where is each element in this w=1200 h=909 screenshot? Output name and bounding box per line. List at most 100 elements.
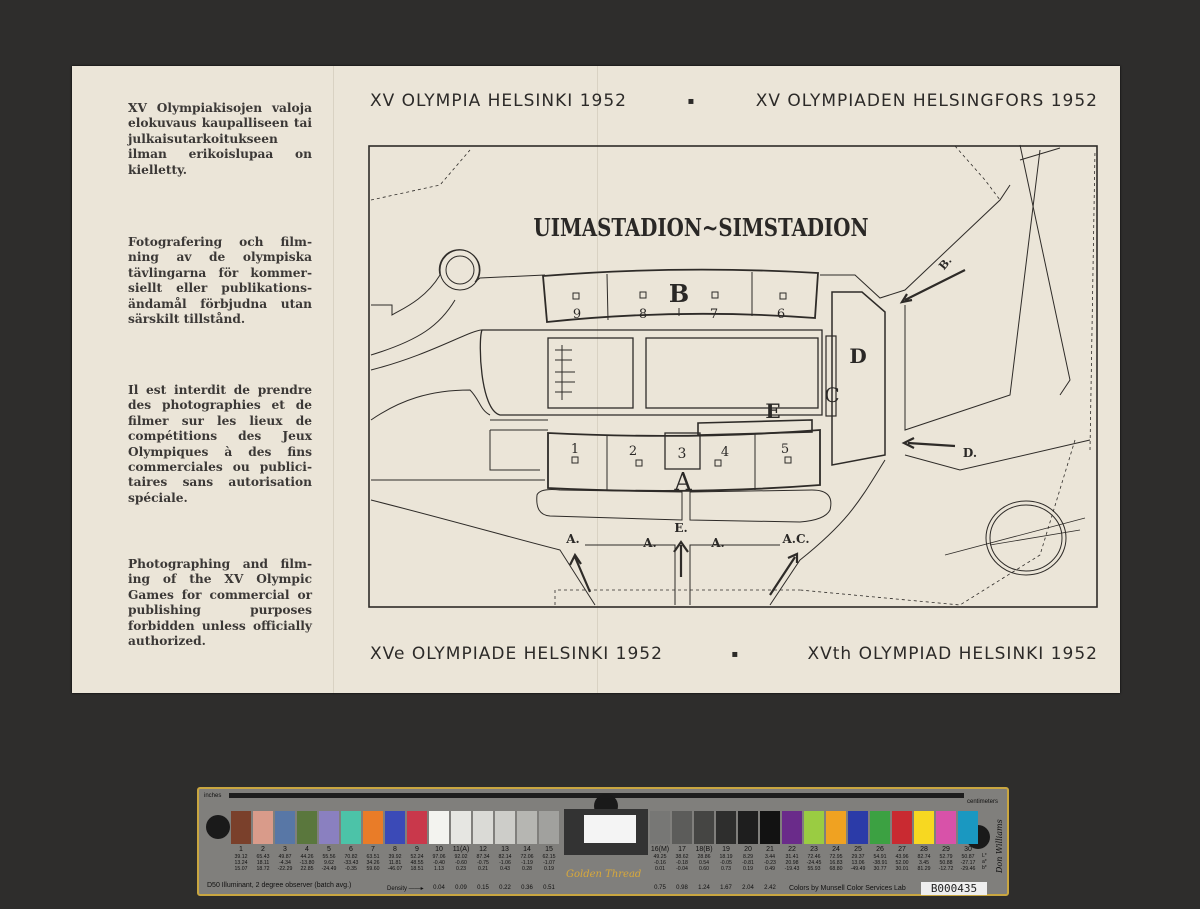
lab-a-value: 16.83 xyxy=(829,860,843,866)
lab-b-value: 0.19 xyxy=(543,866,555,872)
illuminant-note: D50 Illuminant, 2 degree observer (batch… xyxy=(207,882,352,889)
color-patch xyxy=(694,811,714,844)
entrance-arrows xyxy=(569,269,966,596)
lab-b-value: 55.93 xyxy=(807,866,821,872)
lab-l-value: 72.95 xyxy=(829,854,843,860)
lab-a-value: -0.60 xyxy=(455,860,467,866)
density-value: 1.24 xyxy=(698,885,710,891)
density-value: 0.04 xyxy=(433,885,445,891)
diving-pool xyxy=(547,337,634,409)
density-value: 2.42 xyxy=(764,885,776,891)
lab-b-value: -0.35 xyxy=(345,866,357,872)
lab-b-value: 0.28 xyxy=(521,866,533,872)
lab-a-value: 50.88 xyxy=(939,860,953,866)
lab-a-value: -1.06 xyxy=(499,860,511,866)
fold-line xyxy=(597,66,598,693)
patch-number: 20 xyxy=(744,846,752,853)
patch-number: 5 xyxy=(327,846,331,853)
section-label: 1 xyxy=(571,442,579,457)
lab-a-value: 13.24 xyxy=(234,860,248,866)
patch-lab-values: 50.87-27.17-29.46 xyxy=(957,854,979,872)
density-value: 2.04 xyxy=(742,885,754,891)
color-patch xyxy=(716,811,736,844)
entrance-label: A. xyxy=(565,532,580,546)
separator: ▪ xyxy=(731,648,740,660)
lab-l-value: 3.44 xyxy=(764,854,776,860)
lab-b-value: 30.01 xyxy=(895,866,909,872)
lab-l-value: 70.82 xyxy=(344,854,358,860)
swimming-pool xyxy=(645,337,819,409)
patch-number: 23 xyxy=(810,846,818,853)
patch-number: 17 xyxy=(678,846,686,853)
density-value: 0.36 xyxy=(521,885,533,891)
color-patch xyxy=(473,811,493,844)
lab-b-value: -0.04 xyxy=(676,866,688,872)
header-top-right: XV OLYMPIADEN HELSINGFORS 1952 xyxy=(755,91,1098,111)
color-patch xyxy=(407,811,427,844)
patch-number: 28 xyxy=(920,846,928,853)
lab-b-value: 22.85 xyxy=(300,866,314,872)
patch-number: 27 xyxy=(898,846,906,853)
lab-l-value: 50.87 xyxy=(961,854,975,860)
lab-a-value: -38.91 xyxy=(872,860,888,866)
color-patch xyxy=(341,811,361,844)
lab-l-value: 43.96 xyxy=(895,854,909,860)
color-patch xyxy=(363,811,383,844)
mount-hole xyxy=(206,815,230,839)
patch-number: 24 xyxy=(832,846,840,853)
patch-number: 10 xyxy=(435,846,443,853)
color-patch xyxy=(958,811,978,844)
color-patch xyxy=(297,811,317,844)
header-top-left: XV OLYMPIA HELSINKI 1952 xyxy=(370,91,627,111)
lab-b-value: 0.21 xyxy=(477,866,489,872)
separator: ▪ xyxy=(687,95,696,107)
map-labels: UIMASTADION~SIMSTADION B A D C E 9 8 7 6… xyxy=(534,213,978,550)
building-d xyxy=(831,291,886,466)
patch-number: 18(B) xyxy=(695,846,713,853)
lab-b-value: 18.72 xyxy=(256,866,270,872)
color-patch xyxy=(826,811,846,844)
section-label: 5 xyxy=(781,442,789,457)
color-patch xyxy=(760,811,780,844)
roundabout xyxy=(439,249,481,291)
lab-l-value: 52.24 xyxy=(410,854,424,860)
map-frame xyxy=(368,145,1098,608)
color-patch xyxy=(539,811,559,844)
lab-b-value: 0.43 xyxy=(499,866,511,872)
stand-b xyxy=(542,268,819,323)
lab-a-value: 0.54 xyxy=(698,860,710,866)
patch-number: 8 xyxy=(393,846,397,853)
lab-b-value: 59.60 xyxy=(366,866,380,872)
patch-number: 12 xyxy=(479,846,487,853)
entrance-label: B. xyxy=(936,254,954,272)
lab-l-value: 54.91 xyxy=(873,854,887,860)
lab-label: L* xyxy=(982,853,987,859)
label-stand-b: B xyxy=(669,279,689,308)
lab-b-value: -19.43 xyxy=(784,866,800,872)
lab-b-value: -49.49 xyxy=(850,866,866,872)
lab-b-value: 0.60 xyxy=(698,866,710,872)
patch-number: 1 xyxy=(239,846,243,853)
color-patch xyxy=(385,811,405,844)
lab-b-value: 1.13 xyxy=(433,866,445,872)
lab-a-value: -13.80 xyxy=(299,860,315,866)
lab-b-value: 0.73 xyxy=(720,866,732,872)
entrance-label: A. xyxy=(710,536,725,550)
lab-l-value: 82.14 xyxy=(498,854,512,860)
lab-a-value: -24.45 xyxy=(806,860,822,866)
lab-a-value: -0.05 xyxy=(720,860,732,866)
lab-b-value: -29.46 xyxy=(960,866,976,872)
lab-b-value: 68.80 xyxy=(829,866,843,872)
patch-number: 30 xyxy=(964,846,972,853)
patch-number: 29 xyxy=(942,846,950,853)
patch-number: 4 xyxy=(305,846,309,853)
